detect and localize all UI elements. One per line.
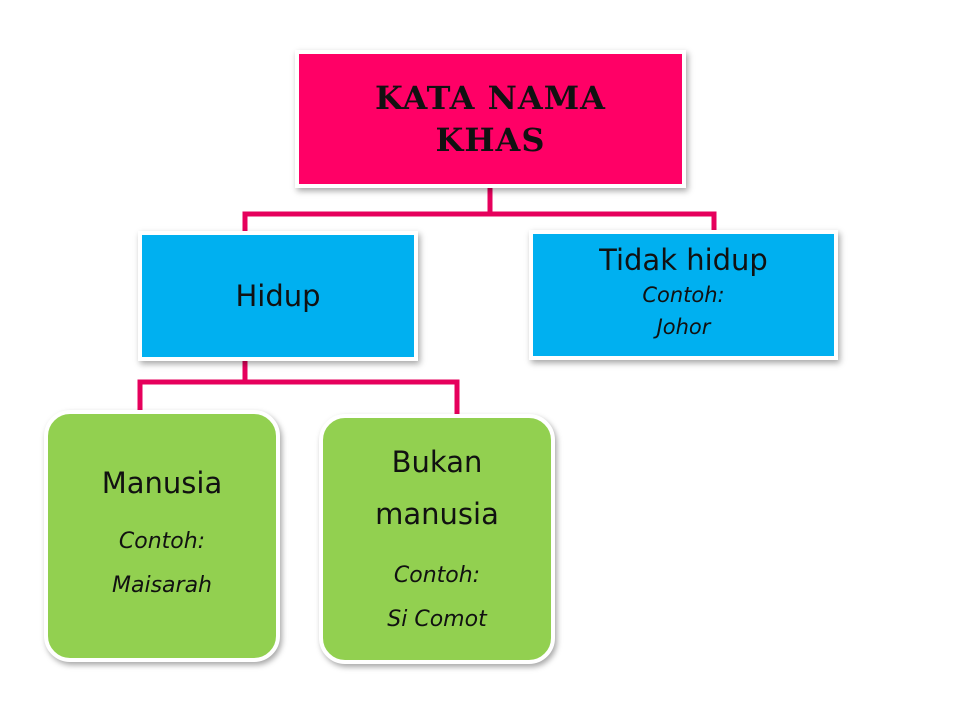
node-bukan-manusia-example-heading: Contoh: <box>393 563 481 588</box>
node-manusia-example-heading: Contoh: <box>118 529 206 554</box>
node-tidak-hidup-example: Johor <box>656 315 711 339</box>
node-tidak-hidup: Tidak hidup Contoh: Johor <box>529 230 838 360</box>
root-title: KATA NAMA KHAS <box>375 79 606 159</box>
root-node-kata-nama-khas: KATA NAMA KHAS <box>295 50 686 188</box>
node-bukan-manusia-example: Si Comot <box>387 607 487 632</box>
node-tidak-hidup-label: Tidak hidup <box>599 243 768 277</box>
node-manusia-example: Maisarah <box>112 573 212 598</box>
node-manusia: Manusia Contoh: Maisarah <box>44 410 280 662</box>
node-tidak-hidup-example-heading: Contoh: <box>642 283 725 307</box>
node-manusia-label: Manusia <box>101 466 223 500</box>
node-hidup: Hidup <box>138 231 418 361</box>
node-bukan-manusia: Bukan manusia Contoh: Si Comot <box>319 414 555 664</box>
node-bukan-manusia-label: Bukan manusia <box>375 445 499 531</box>
node-hidup-label: Hidup <box>235 279 321 313</box>
